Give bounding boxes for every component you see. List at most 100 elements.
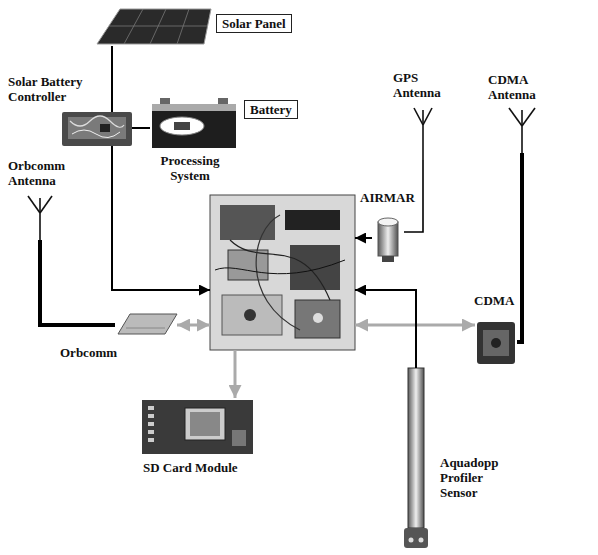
cdma-antenna-picture-part (522, 108, 535, 126)
cdma-modem-picture (477, 322, 515, 364)
wire-line (132, 127, 150, 129)
gps-antenna-node: GPS Antenna (414, 108, 432, 160)
battery-picture-part (174, 122, 190, 130)
solar-panel-node: Solar Panel (95, 8, 212, 46)
sd-card-module-picture-part (190, 412, 220, 436)
solar-panel-picture (97, 9, 211, 44)
cdma-antenna-picture-part (509, 108, 522, 126)
solar-panel-picture-part (177, 9, 189, 44)
signal-arrow (355, 290, 416, 368)
component-label: Orbcomm (60, 345, 117, 360)
sd-card-module-picture-part (148, 438, 154, 442)
boxed-label: Solar Panel (216, 14, 292, 33)
aquadopp-sensor-picture-part (409, 538, 414, 543)
airmar-picture-part (378, 218, 398, 226)
battery-picture-part (152, 104, 236, 148)
sd-card-module-picture-part (142, 400, 253, 454)
aquadopp-sensor-picture-part (404, 528, 428, 548)
battery-picture-part (152, 104, 236, 111)
component-label: Orbcomm Antenna (8, 158, 78, 188)
airmar-picture-part (382, 256, 394, 262)
controller-picture-part (72, 130, 120, 138)
component-label: GPS Antenna (393, 70, 448, 100)
orbcomm-modem-node: Orbcomm (115, 312, 177, 338)
aquadopp-sensor-picture (404, 368, 428, 548)
sd-card-module-picture-part (148, 422, 154, 426)
orbcomm-modem-picture-part (126, 328, 165, 329)
processing-board-picture-part (244, 309, 256, 321)
boxed-label: Battery (244, 100, 298, 119)
solar-panel-picture-part (124, 9, 143, 44)
processing-board-picture-part (222, 295, 282, 335)
gps-antenna-picture-part (422, 125, 424, 160)
component-label: AIRMAR (360, 190, 415, 205)
orbcomm-modem-picture-part (118, 314, 177, 334)
sd-card-module-node: SD Card Module (140, 398, 255, 456)
orbcomm-antenna-picture-part (39, 198, 41, 213)
sd-card-module-picture-part (148, 430, 154, 434)
orbcomm-antenna-picture-part (40, 196, 52, 213)
gps-antenna-picture-part (422, 110, 424, 125)
processing-board-picture-part (295, 300, 340, 338)
battery-node: Battery (150, 97, 238, 149)
signal-arrow (234, 350, 237, 398)
controller-picture (62, 112, 132, 146)
component-label: CDMA Antenna (488, 72, 548, 102)
processing-board-picture-part (290, 245, 340, 290)
battery-picture-part (160, 117, 204, 135)
controller-node: Solar Battery Controller (62, 112, 132, 146)
sd-card-module-picture-part (148, 414, 154, 418)
component-label: CDMA (474, 293, 514, 308)
orbcomm-antenna-picture-part (28, 196, 40, 213)
controller-picture-part (62, 112, 132, 146)
aquadopp-sensor-node: Aquadopp Profiler Sensor (400, 368, 432, 550)
cdma-modem-picture-part (477, 322, 515, 364)
component-label: Solar Battery Controller (8, 74, 103, 104)
gps-antenna-picture-part (423, 108, 432, 125)
processing-board-picture-part (313, 313, 323, 323)
orbcomm-antenna-picture (28, 196, 52, 240)
processing-board-picture-part (210, 195, 355, 350)
cdma-antenna-picture-part (521, 110, 523, 126)
wire-line (517, 153, 522, 342)
solar-panel-picture-part (97, 9, 211, 44)
gps-antenna-picture (414, 108, 432, 160)
processing-board-picture-part (220, 205, 275, 240)
component-label: Processing System (145, 153, 235, 183)
controller-picture-part (68, 117, 126, 139)
solar-panel-picture-part (109, 26, 207, 27)
controller-picture-part (100, 124, 110, 132)
processing-board-picture-part (285, 210, 340, 230)
cdma-antenna-picture (509, 108, 535, 153)
signal-arrow (177, 324, 210, 327)
airmar-picture-part (378, 222, 398, 256)
sd-card-module-picture-part (148, 406, 154, 410)
battery-picture-part (218, 98, 228, 105)
aquadopp-sensor-picture-part (408, 368, 424, 528)
gps-antenna-picture-part (414, 108, 423, 125)
controller-picture-part (70, 116, 124, 127)
airmar-sensor-node: AIRMAR (372, 212, 404, 262)
orbcomm-antenna-picture-part (39, 213, 41, 240)
processing-board-picture (210, 195, 355, 350)
battery-picture (152, 98, 236, 148)
sd-card-module-picture-part (185, 408, 225, 440)
cdma-antenna-node: CDMA Antenna (507, 108, 537, 153)
orbcomm-antenna-node: Orbcomm Antenna (26, 195, 54, 240)
aquadopp-sensor-picture-part (419, 538, 424, 543)
component-label: SD Card Module (143, 460, 238, 475)
processing-board-picture-part (215, 260, 345, 274)
component-label: Aquadopp Profiler Sensor (440, 455, 505, 500)
wire-line (40, 240, 115, 325)
sd-card-module-picture-part (232, 430, 246, 446)
signal-arrow (355, 237, 372, 239)
airmar-picture (378, 218, 398, 262)
cdma-modem-picture-part (483, 330, 509, 356)
orbcomm-modem-picture (118, 314, 177, 334)
cdma-modem-node: CDMA (475, 318, 517, 366)
wire-line (111, 46, 113, 112)
processing-board-node: Processing System (210, 195, 355, 350)
battery-picture-part (160, 98, 170, 105)
